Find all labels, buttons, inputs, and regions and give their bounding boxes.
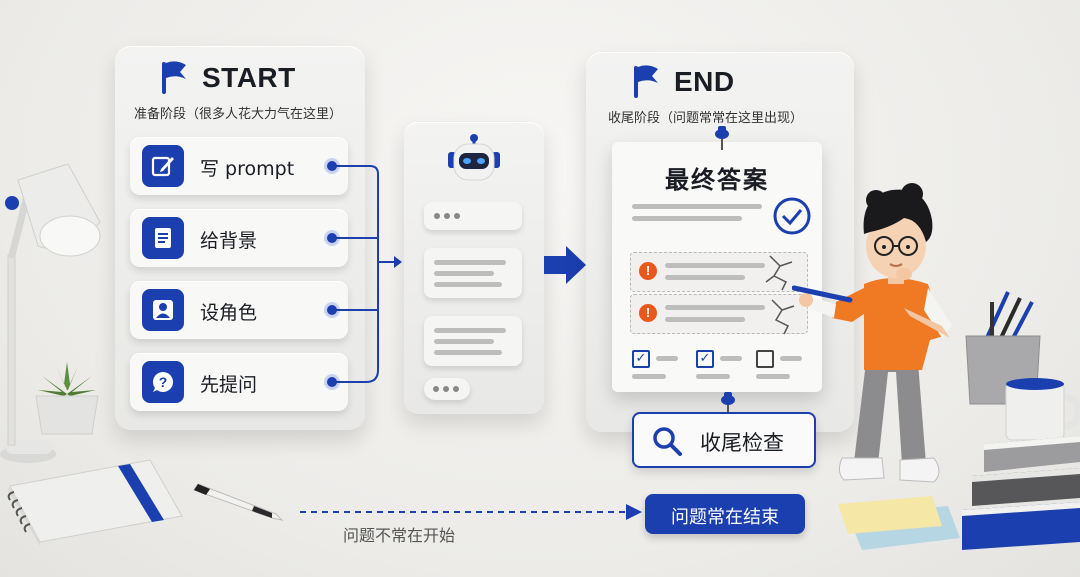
pen-illustration <box>193 483 284 521</box>
end-subtitle: 收尾阶段（问题常常在这里出现） <box>608 111 804 126</box>
sticky-notes-illustration <box>838 496 960 550</box>
potted-plant-illustration <box>35 362 99 435</box>
pushpin-icon <box>715 126 729 150</box>
issue-row: ! <box>630 294 808 334</box>
notebook-illustration <box>7 459 183 546</box>
end-flag-icon <box>634 65 658 98</box>
step-ask-first[interactable]: ? 先提问 <box>130 353 348 411</box>
chat-message-bubble <box>424 248 522 298</box>
svg-text:?: ? <box>159 374 168 390</box>
step-give-context[interactable]: 给背景 <box>130 209 348 267</box>
chat-typing-bubble <box>424 202 522 230</box>
robot-icon <box>448 134 500 181</box>
end-note-pill: 问题常在结束 <box>645 494 805 534</box>
document-icon <box>142 217 184 259</box>
user-icon <box>142 289 184 331</box>
final-check-label: 收尾检查 <box>700 431 784 455</box>
checkbox-checked: ✓ <box>696 350 714 368</box>
step-label: 写 prompt <box>200 158 295 180</box>
question-icon: ? <box>142 361 184 403</box>
end-note-label: 问题常在结束 <box>671 507 779 528</box>
edit-icon <box>142 145 184 187</box>
step-label: 先提问 <box>200 374 258 396</box>
dashed-arrow <box>300 504 642 520</box>
desk-lamp-illustration <box>0 163 101 463</box>
warning-icon: ! <box>639 304 657 322</box>
start-flag-icon <box>162 61 186 94</box>
final-check-button[interactable]: 收尾检查 <box>632 412 816 468</box>
step-label: 给背景 <box>200 230 258 252</box>
step-write-prompt[interactable]: 写 prompt <box>130 137 348 195</box>
book-stack-illustration <box>962 436 1080 550</box>
start-note: 问题不常在开始 <box>343 526 456 545</box>
final-answer-sheet: 最终答案 ! ! ✓ ✓ <box>612 142 822 392</box>
start-subtitle: 准备阶段（很多人花大力气在这里） <box>134 107 343 122</box>
step-label: 设角色 <box>200 302 258 324</box>
arrow-right-icon <box>544 246 586 284</box>
end-title: END <box>674 66 735 97</box>
crack-mark <box>765 255 795 335</box>
chat-typing-bubble <box>424 378 470 400</box>
issue-row: ! <box>630 252 808 292</box>
chat-message-bubble <box>424 316 522 366</box>
pushpin-icon <box>721 392 735 416</box>
check-circle-icon <box>773 197 811 235</box>
step-set-role[interactable]: 设角色 <box>130 281 348 339</box>
step-connector-lines <box>332 165 402 383</box>
warning-icon: ! <box>639 262 657 280</box>
sheet-title: 最终答案 <box>665 166 769 194</box>
search-icon <box>653 427 682 456</box>
start-title: START <box>202 62 296 93</box>
checkbox-checked: ✓ <box>632 350 650 368</box>
checkbox-empty <box>756 350 774 368</box>
thinking-person-illustration <box>792 183 952 483</box>
